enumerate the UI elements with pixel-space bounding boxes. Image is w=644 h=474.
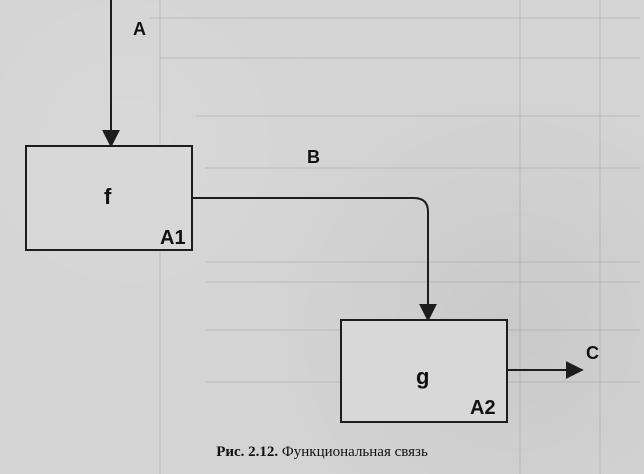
arrow-label-c: C bbox=[586, 343, 599, 363]
figure-caption: Рис. 2.12. Функциональная связь bbox=[0, 444, 644, 461]
box-id-a2: A2 bbox=[470, 397, 496, 419]
box-id-a1: A1 bbox=[160, 227, 186, 249]
function-label-g: g bbox=[416, 364, 429, 389]
link-arrow-b bbox=[192, 197, 437, 322]
arrow-label-a: A bbox=[133, 19, 146, 39]
arrow-label-b: B bbox=[307, 147, 320, 167]
caption-text: Функциональная связь bbox=[278, 444, 428, 460]
function-box-a2 bbox=[340, 319, 508, 423]
caption-prefix: Рис. 2.12. bbox=[216, 444, 279, 460]
function-box-a1 bbox=[25, 145, 193, 251]
function-label-f: f bbox=[104, 184, 112, 209]
